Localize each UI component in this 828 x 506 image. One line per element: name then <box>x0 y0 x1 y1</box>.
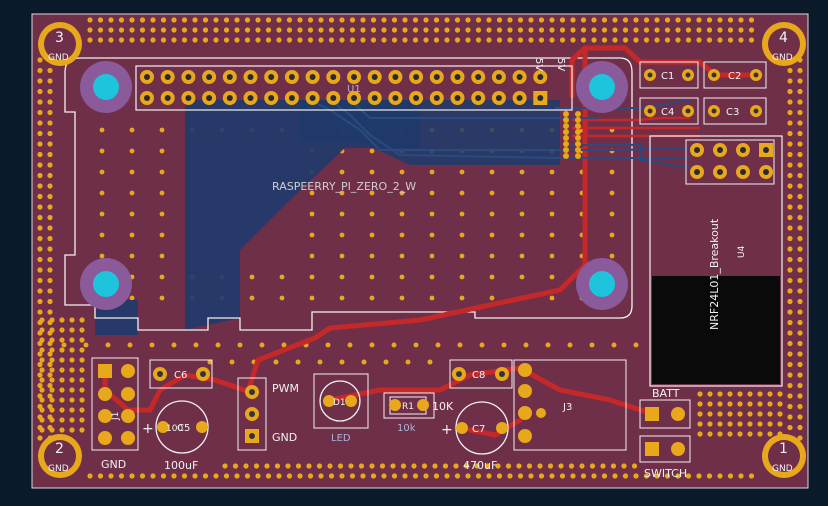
mount-num-1: 1 <box>779 441 788 457</box>
batt-connector-pins <box>645 407 685 421</box>
connector-j1-outline <box>91 357 139 451</box>
switch-connector-outline <box>639 435 691 463</box>
nrf-outline <box>649 135 783 387</box>
capacitor-c5: + <box>142 400 209 454</box>
nrf-antenna-area <box>652 276 780 384</box>
connector-pwm-outline <box>237 377 267 451</box>
pin-5v-label-a: 5V <box>533 58 544 71</box>
c5-ref2: 100 <box>166 424 183 434</box>
capacitor-c2 <box>703 61 767 89</box>
led-ref: D1 <box>333 398 346 408</box>
board-outline <box>31 13 809 489</box>
j3-ref: J3 <box>562 402 572 413</box>
mount-gnd-4: GND <box>772 53 793 63</box>
svg-text:+: + <box>441 422 453 438</box>
c8-label: C8 <box>472 370 485 381</box>
switch-connector-pins <box>645 442 685 456</box>
led-d1 <box>313 373 369 429</box>
gpio-header <box>140 70 548 105</box>
j3-pins <box>518 363 546 443</box>
rpi-ref: U1 <box>347 84 361 95</box>
rpi-mount-holes <box>80 61 628 310</box>
nrf-header-outline <box>685 139 775 185</box>
test-pad-column <box>563 111 581 159</box>
r1-value-small: 10k <box>397 423 416 434</box>
capacitor-c1 <box>639 61 699 89</box>
batt-connector-outline <box>639 399 691 429</box>
mount-gnd-1: GND <box>772 464 793 474</box>
connector-j1-pins <box>98 364 135 445</box>
capacitor-c6 <box>149 359 213 389</box>
rpi-outline <box>64 57 633 331</box>
mount-num-3: 3 <box>55 30 64 46</box>
c4-label: C4 <box>661 107 674 118</box>
led-label: LED <box>331 433 351 444</box>
gnd-left-label: GND <box>101 458 126 471</box>
c5-value: 100uF <box>164 459 198 472</box>
pwm-label: PWM <box>272 382 299 395</box>
nrf-header <box>690 143 773 179</box>
batt-label: BATT <box>652 387 680 400</box>
c7-value: 470uF <box>463 459 497 472</box>
gnd-mid-label: GND <box>272 431 297 444</box>
j1-ref: J1 <box>111 412 121 421</box>
gpio-header-outline <box>135 65 573 111</box>
r1-ref: R1 <box>402 402 414 412</box>
capacitor-c4 <box>639 97 699 125</box>
nrf-name: NRF24L01_Breakout <box>708 218 721 330</box>
capacitor-c7: + <box>441 401 509 455</box>
board-mount-holes <box>38 22 806 478</box>
mount-gnd-3: GND <box>48 53 69 63</box>
mount-gnd-2: GND <box>48 464 69 474</box>
c2-label: C2 <box>728 71 741 82</box>
capacitor-c8 <box>449 359 513 389</box>
connector-pwm-pins <box>245 385 259 443</box>
pin-5v-label-b: 5V <box>555 58 566 71</box>
mount-num-4: 4 <box>779 30 788 46</box>
svg-text:+: + <box>142 421 154 437</box>
resistor-r1 <box>383 392 435 419</box>
j3-outline <box>513 359 627 451</box>
nrf-ref: U4 <box>737 245 747 258</box>
rpi-name: RASPEERRY_PI_ZERO_2_W <box>272 180 416 193</box>
c7-label: C7 <box>472 424 485 435</box>
r1-value: 10K <box>432 400 454 413</box>
c6-label: C6 <box>174 370 187 381</box>
c3-label: C3 <box>726 107 739 118</box>
capacitor-c3 <box>703 97 767 125</box>
switch-label: SWITCH <box>644 467 687 480</box>
mount-num-2: 2 <box>55 441 64 457</box>
c1-label: C1 <box>661 71 674 82</box>
c5-label: C5 <box>177 423 190 434</box>
